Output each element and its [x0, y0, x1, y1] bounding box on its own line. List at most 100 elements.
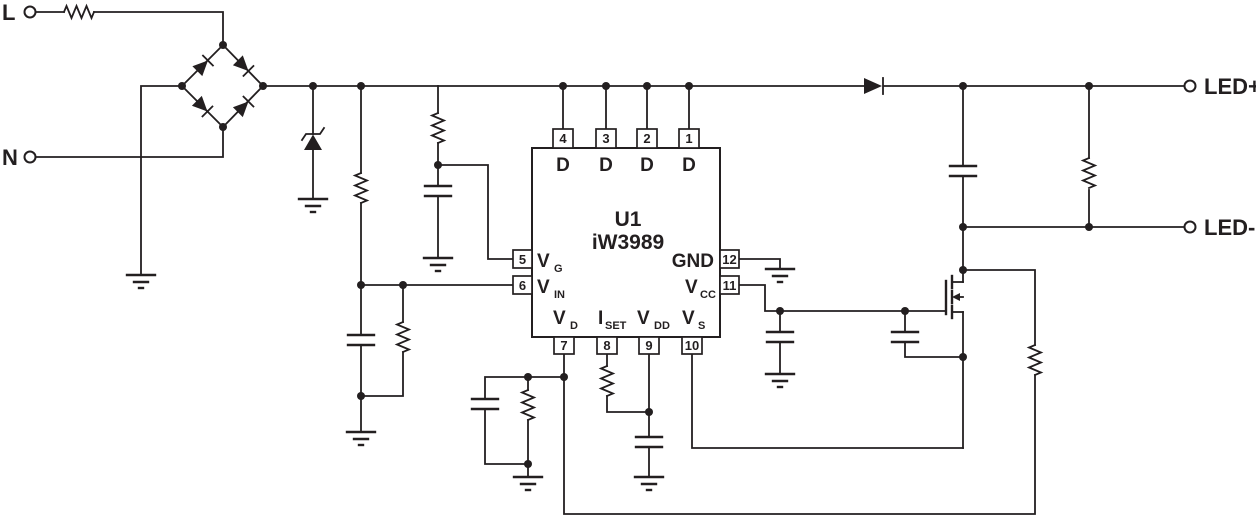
output-bleed-resistor: [1080, 156, 1098, 190]
vd-filter-capacitor: [470, 397, 500, 411]
vin-filter-capacitor: [346, 333, 376, 347]
pin-box-7: [553, 336, 575, 355]
vd-ground: [512, 475, 544, 492]
c5-bottom-lead-wire: [484, 408, 529, 465]
surge-zener-diode: [300, 126, 326, 200]
c4-bottom-lead-wire: [904, 341, 964, 358]
led-minus-terminal-circle: [1183, 220, 1197, 234]
output-capacitor: [948, 164, 978, 178]
bridge-diode-top-right: [232, 55, 255, 78]
vcc-gate-wire: [738, 284, 947, 312]
vdd-ground: [633, 475, 665, 492]
led-plus-terminal: LED+: [1183, 74, 1256, 99]
pin-number-12: 12: [722, 252, 736, 267]
ic-body: [531, 147, 721, 338]
rail-divider-resistor: [352, 171, 370, 205]
ic-u1: 4 3 2 1 D D D D 5 6 V G V IN 12 11 GND V…: [512, 128, 740, 355]
pin-number-4: 4: [559, 131, 567, 146]
bridge-diode-bottom-left: [191, 95, 214, 118]
pin-box-2: [636, 128, 658, 149]
pin-box-5: [512, 249, 533, 269]
pin-number-6: 6: [519, 278, 526, 293]
pin-box-11: [719, 275, 740, 295]
pin-label-vg: V: [537, 251, 550, 272]
led-minus-terminal: LED-: [1183, 215, 1255, 240]
power-mosfet: [944, 269, 964, 449]
neutral-terminal: N: [2, 145, 37, 170]
pin-label-iset: I: [598, 308, 603, 329]
led-minus-label: LED-: [1204, 215, 1255, 240]
sense-to-vd-wire: [563, 353, 1036, 515]
bridge-diode-top-left: [192, 54, 215, 77]
line-terminal: L: [2, 0, 37, 25]
pin-label-vs: V: [682, 308, 695, 329]
vg-ground: [422, 256, 454, 273]
current-sense-resistor: [1026, 343, 1044, 377]
vcc-ground: [764, 372, 796, 389]
pin-number-7: 7: [560, 338, 567, 353]
line-to-bridge-wire: [93, 11, 224, 46]
pin-label-d1: D: [682, 155, 696, 176]
vs-to-source-wire: [691, 353, 964, 449]
bridge-ground-wire: [140, 85, 183, 276]
vin-ground: [345, 430, 377, 447]
vg-wire: [437, 164, 514, 260]
neutral-to-bridge-wire: [35, 126, 224, 158]
vin-bleed-resistor: [394, 320, 412, 354]
pin-number-3: 3: [602, 131, 609, 146]
ic-refdes: U1: [615, 208, 642, 231]
vdd-capacitor: [634, 435, 664, 449]
pin-box-3: [595, 128, 617, 149]
pin-label-gnd: GND: [672, 251, 714, 272]
bridge-rectifier: [180, 43, 265, 129]
pin-label-vcc-sub: CC: [700, 289, 716, 301]
bridge-ground: [125, 273, 157, 290]
output-diode: [864, 77, 884, 95]
zener-ground: [297, 197, 329, 214]
pin-label-d3: D: [599, 155, 613, 176]
bridge-diode-bottom-right: [232, 95, 255, 118]
pin-number-2: 2: [643, 131, 650, 146]
pin-number-8: 8: [603, 338, 610, 353]
led-plus-terminal-circle: [1183, 79, 1197, 93]
sense-resistor-top-wire: [962, 269, 1036, 346]
pin-box-1: [678, 128, 700, 149]
vg-series-resistor: [429, 111, 447, 145]
pin-label-vdd-sub: DD: [654, 320, 670, 332]
pin-number-9: 9: [645, 338, 652, 353]
gnd-pin-ground: [764, 267, 796, 284]
neutral-terminal-circle: [23, 150, 37, 164]
pin-label-d4: D: [556, 155, 570, 176]
vd-rc-wire: [484, 376, 565, 400]
line-terminal-label: L: [2, 0, 15, 25]
pin-number-1: 1: [685, 131, 692, 146]
pin-label-vin: V: [537, 277, 550, 298]
pin-box-6: [512, 275, 533, 295]
r3-bottom-lead-wire: [360, 351, 404, 397]
pin-label-vdd: V: [637, 308, 650, 329]
vd-filter-resistor: [519, 388, 537, 422]
vg-filter-capacitor: [423, 184, 453, 198]
pin-box-8: [596, 336, 618, 355]
iset-resistor: [598, 364, 616, 398]
pin-label-vd-sub: D: [570, 320, 578, 332]
pin-box-9: [638, 336, 660, 355]
mosfet-body-arrow: [952, 293, 960, 301]
gnd-pin-wire: [738, 258, 781, 270]
pin-label-vs-sub: S: [698, 320, 705, 332]
pin-label-d2: D: [640, 155, 654, 176]
pin-label-iset-sub: SET: [605, 320, 627, 332]
pin-number-5: 5: [519, 252, 526, 267]
pin-label-vin-sub: IN: [554, 289, 565, 301]
ic-part-number: iW3989: [592, 231, 664, 254]
pin-box-4: [552, 128, 574, 149]
pin-number-11: 11: [723, 278, 737, 293]
iset-to-vdd-wire: [606, 395, 650, 413]
led-plus-label: LED+: [1204, 74, 1256, 99]
fusible-resistor: [62, 3, 96, 21]
gate-source-capacitor: [890, 330, 920, 344]
pin-number-10: 10: [685, 338, 699, 353]
line-terminal-circle: [23, 5, 37, 19]
junction-dots: [178, 41, 1093, 468]
